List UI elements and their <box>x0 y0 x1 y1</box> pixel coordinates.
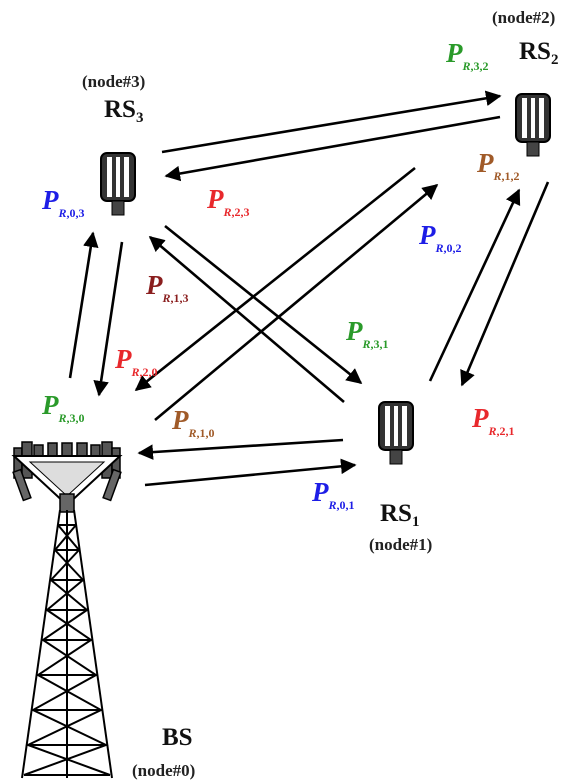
power-label-r30-r: R <box>58 411 67 425</box>
rs1-relay-icon <box>378 401 414 465</box>
link-rs3-to-rs2 <box>161 90 502 154</box>
power-label-r31-p: P <box>346 316 363 346</box>
power-label-r13-p: P <box>146 270 163 300</box>
rs3-relay-icon <box>100 152 136 216</box>
link-rs2-to-rs3 <box>164 115 501 182</box>
power-label-r31-idx: ,3,1 <box>370 337 389 351</box>
rs3-name: RS3 <box>104 96 143 127</box>
power-label-r02-idx: ,0,2 <box>443 241 462 255</box>
power-label-r10: PR,1,0 <box>172 405 215 440</box>
power-label-r13-r: R <box>162 291 171 305</box>
power-label-r21-p: P <box>472 403 489 433</box>
power-label-r01-p: P <box>312 477 329 507</box>
power-label-r03: PR,0,3 <box>42 185 85 220</box>
power-label-r32: PR,3,2 <box>446 38 489 73</box>
rs3-name-subscript: 3 <box>135 110 144 126</box>
power-label-r01-idx: ,0,1 <box>336 498 355 512</box>
power-label-r20-p: P <box>115 344 132 374</box>
power-label-r02: PR,0,2 <box>419 220 462 255</box>
power-label-r10-p: P <box>172 405 189 435</box>
power-label-r31: PR,3,1 <box>346 316 389 351</box>
rs2-relay-icon <box>515 93 551 157</box>
link-rs3-to-rs1 <box>164 224 363 385</box>
rs2-name-text: RS <box>519 38 551 65</box>
power-label-r12-r: R <box>493 169 502 183</box>
power-label-r13-idx: ,1,3 <box>170 291 189 305</box>
link-rs1-to-rs3 <box>148 235 345 403</box>
power-label-r30-idx: ,3,0 <box>66 411 85 425</box>
power-label-r02-p: P <box>419 220 436 250</box>
power-label-r32-p: P <box>446 38 463 68</box>
power-label-r01: PR,0,1 <box>312 477 355 512</box>
power-label-r13: PR,1,3 <box>146 270 189 305</box>
power-label-r20: PR,2,0 <box>115 344 158 379</box>
power-label-r10-r: R <box>188 426 197 440</box>
rs2-node-id: (node#2) <box>492 8 556 27</box>
base-station-tower-icon <box>11 441 123 779</box>
power-label-r23-p: P <box>207 184 224 214</box>
power-label-r10-idx: ,1,0 <box>196 426 215 440</box>
rs3-name-text: RS <box>104 96 136 123</box>
power-label-r31-r: R <box>362 337 371 351</box>
link-bs-to-rs1 <box>144 458 357 487</box>
link-rs1-to-bs <box>137 438 344 460</box>
power-label-r20-r: R <box>131 365 140 379</box>
power-label-r21-r: R <box>488 424 497 438</box>
bs-name: BS <box>162 724 193 751</box>
link-rs3-to-bs <box>93 241 124 397</box>
power-label-r20-idx: ,2,0 <box>139 365 158 379</box>
power-label-r21-idx: ,2,1 <box>496 424 515 438</box>
bs-node-id: (node#0) <box>132 761 196 780</box>
power-label-r30: PR,3,0 <box>42 390 85 425</box>
link-bs-to-rs3 <box>68 231 99 379</box>
rs1-name-subscript: 1 <box>411 514 420 530</box>
link-bs-to-rs2 <box>154 184 439 421</box>
rs2-name: RS2 <box>519 38 558 69</box>
rs2-name-subscript: 2 <box>550 52 559 68</box>
link-rs1-to-rs2 <box>428 188 521 382</box>
power-label-r30-p: P <box>42 390 59 420</box>
power-label-r03-idx: ,0,3 <box>66 206 85 220</box>
power-label-r32-idx: ,3,2 <box>470 59 489 73</box>
rs1-node-id: (node#1) <box>369 535 433 554</box>
power-label-r23-r: R <box>223 205 232 219</box>
power-label-r03-p: P <box>42 185 59 215</box>
power-label-r21: PR,2,1 <box>472 403 515 438</box>
link-rs2-to-rs1 <box>460 181 550 387</box>
rs1-name-text: RS <box>380 500 412 527</box>
power-label-r12-idx: ,1,2 <box>501 169 520 183</box>
power-label-r12: PR,1,2 <box>477 148 520 183</box>
power-label-r03-r: R <box>58 206 67 220</box>
rs1-name: RS1 <box>380 500 419 531</box>
power-label-r01-r: R <box>328 498 337 512</box>
power-label-r23: PR,2,3 <box>207 184 250 219</box>
power-label-r02-r: R <box>435 241 444 255</box>
power-label-r12-p: P <box>477 148 494 178</box>
power-label-r32-r: R <box>462 59 471 73</box>
rs3-node-id: (node#3) <box>82 72 146 91</box>
link-rs2-to-bs <box>134 166 416 392</box>
power-label-r23-idx: ,2,3 <box>231 205 250 219</box>
